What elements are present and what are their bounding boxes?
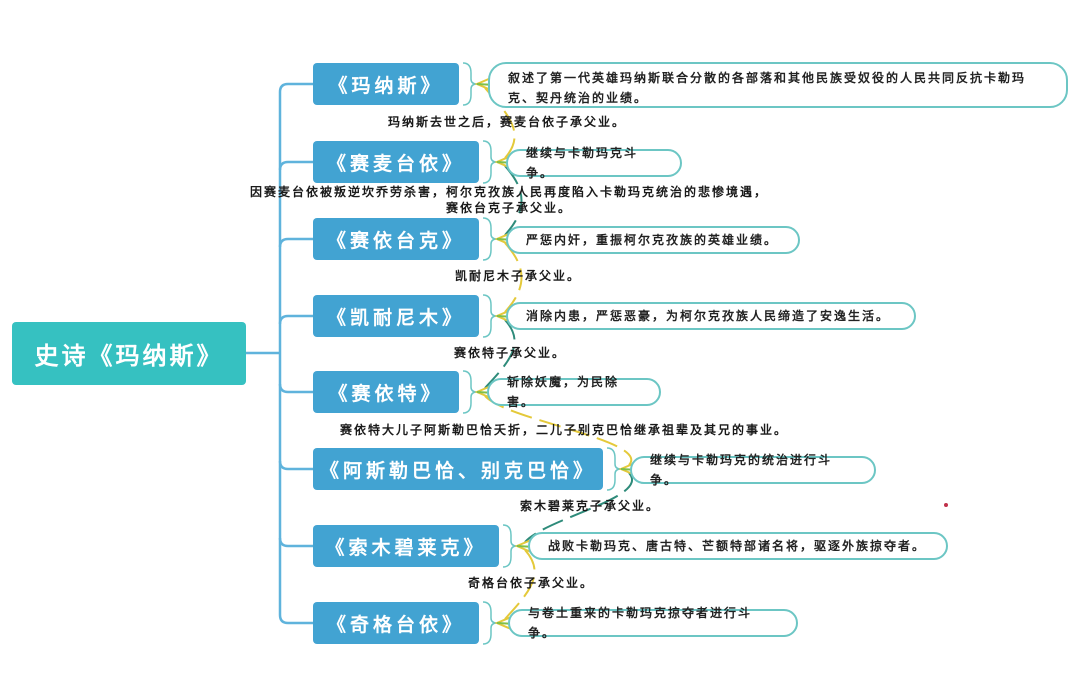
transition-label-2: 因赛麦台依被叛逆坎乔劳杀害，柯尔克孜族人民再度陷入卡勒玛克统治的悲惨境遇， 赛依… <box>250 184 768 216</box>
branch-connector <box>278 460 313 471</box>
stray-dot <box>944 503 948 507</box>
summary-text: 继续与卡勒玛克斗争。 <box>526 146 639 180</box>
succession-curve <box>524 472 633 543</box>
branch-connector <box>278 160 313 171</box>
book-node-seitek[interactable]: 《赛依台克》 <box>313 218 479 260</box>
book-node-asilbacha-bekbacha[interactable]: 《阿斯勒巴恰、别克巴恰》 <box>313 448 603 490</box>
summary-text: 斩除妖魔，为民除害。 <box>507 375 620 409</box>
transition-label-5: 赛依特大儿子阿斯勒巴恰夭折，二儿子别克巴恰继承祖辈及其兄的事业。 <box>340 423 789 437</box>
branch-connector <box>278 314 313 325</box>
summary-text: 消除内患，严惩恶豪，为柯尔克孜族人民缔造了安逸生活。 <box>526 309 891 323</box>
book-node-qigtey[interactable]: 《奇格台依》 <box>313 602 479 644</box>
summary-bubble-qigtey: 与卷土重来的卡勒玛克掠夺者进行斗争。 <box>508 606 798 640</box>
book-node-seyit[interactable]: 《赛依特》 <box>313 371 459 413</box>
brace-connectors <box>462 62 640 645</box>
summary-bubble-manas: 叙述了第一代英雄玛纳斯联合分散的各部落和其他民族受奴役的人民共同反抗卡勒玛克、契… <box>488 62 1068 108</box>
transition-label-7: 奇格台依子承父业。 <box>468 576 595 590</box>
summary-bubble-semetei: 继续与卡勒玛克斗争。 <box>506 146 682 180</box>
transition-label-6: 索木碧莱克子承父业。 <box>520 499 661 513</box>
summary-text: 与卷土重来的卡勒玛克掠夺者进行斗争。 <box>528 606 753 640</box>
summary-text: 战败卡勒玛克、唐古特、芒额特部诸名将，驱逐外族掠夺者。 <box>548 539 927 553</box>
transition-label-1: 玛纳斯去世之后，赛麦台依子承父业。 <box>388 115 627 129</box>
branch-connector <box>278 383 313 394</box>
branch-connector <box>278 82 313 93</box>
book-node-kenenim[interactable]: 《凯耐尼木》 <box>313 295 479 337</box>
branch-connector <box>278 537 313 548</box>
summary-bubble-kenenim: 消除内患，严惩恶豪，为柯尔克孜族人民缔造了安逸生活。 <box>506 302 916 330</box>
root-node[interactable]: 史诗《玛纳斯》 <box>12 322 246 385</box>
summary-text: 严惩内奸，重振柯尔克孜族的英雄业绩。 <box>526 233 779 247</box>
summary-bubble-seyit: 斩除妖魔，为民除害。 <box>487 375 661 409</box>
branch-connector <box>278 237 313 248</box>
branch-connector <box>278 614 313 625</box>
summary-bubble-seitek: 严惩内奸，重振柯尔克孜族的英雄业绩。 <box>506 226 800 254</box>
book-node-manas[interactable]: 《玛纳斯》 <box>313 63 459 105</box>
transition-line: 赛依台克子承父业。 <box>446 201 573 215</box>
transition-label-3: 凯耐尼木子承父业。 <box>455 269 582 283</box>
summary-text: 叙述了第一代英雄玛纳斯联合分散的各部落和其他民族受奴役的人民共同反抗卡勒玛克、契… <box>508 71 1027 105</box>
transition-line: 因赛麦台依被叛逆坎乔劳杀害，柯尔克孜族人民再度陷入卡勒玛克统治的悲惨境遇， <box>250 185 769 199</box>
transition-label-4: 赛依特子承父业。 <box>454 346 567 360</box>
summary-bubble-somubilek: 战败卡勒玛克、唐古特、芒额特部诸名将，驱逐外族掠夺者。 <box>528 532 948 560</box>
book-node-semetei[interactable]: 《赛麦台依》 <box>313 141 479 183</box>
summary-text: 继续与卡勒玛克的统治进行斗争。 <box>650 453 833 487</box>
book-node-somubilek[interactable]: 《索木碧莱克》 <box>313 525 499 567</box>
tree-connectors <box>246 82 313 625</box>
summary-bubble-asilbacha-bekbacha: 继续与卡勒玛克的统治进行斗争。 <box>630 453 876 487</box>
